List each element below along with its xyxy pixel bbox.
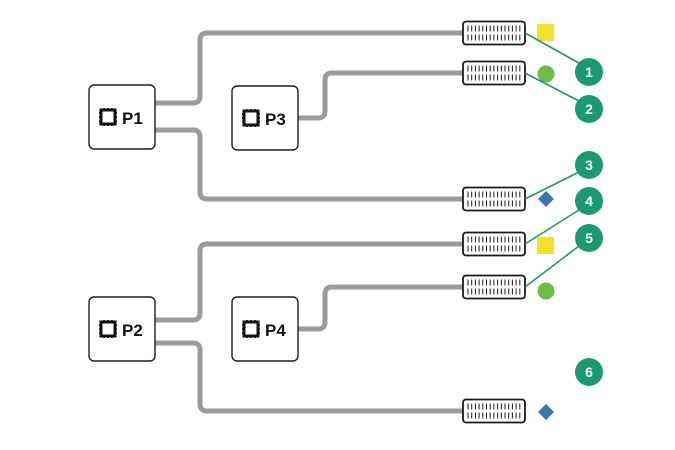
processor-box [231, 296, 299, 362]
marker-circle-5 [537, 282, 555, 300]
callout-number: 4 [585, 193, 593, 209]
marker-circle-2 [537, 65, 555, 83]
leader-line-1 [524, 32, 580, 64]
callout-number: 5 [585, 230, 593, 246]
connectors [462, 20, 526, 424]
connector-2 [462, 60, 526, 86]
cable-p2-connector-4 [152, 241, 466, 323]
leader-line-3 [524, 171, 580, 200]
callout-1: 1 [575, 58, 603, 86]
processor-label: P1 [122, 109, 143, 128]
leader-line-5 [524, 245, 580, 288]
cable-p1-connector-3 [152, 127, 466, 202]
connector-body [462, 20, 526, 46]
callout-3: 3 [575, 151, 603, 179]
chip-icon [99, 320, 117, 338]
connector-3 [462, 186, 526, 212]
callout-number: 2 [585, 101, 593, 117]
connector-body [462, 60, 526, 86]
marker-square-4 [537, 237, 554, 254]
processor-box [88, 296, 156, 362]
callout-number: 1 [585, 64, 593, 80]
cable-p1-connector-1 [152, 30, 466, 106]
marker-square-1 [537, 24, 554, 41]
processor-label: P2 [122, 321, 143, 340]
processor-box [231, 85, 299, 151]
connector-body [462, 274, 526, 300]
callout-6: 6 [575, 358, 603, 386]
processor-box [88, 84, 156, 150]
callout-2: 2 [575, 95, 603, 123]
processor-p3: P3 [231, 85, 299, 151]
processor-p4: P4 [231, 296, 299, 362]
chip-icon [242, 109, 260, 127]
cable-p4-connector-5 [295, 284, 466, 332]
cable-p2-connector-6 [152, 340, 466, 414]
callout-number: 6 [585, 364, 593, 380]
callout-number: 3 [585, 157, 593, 173]
chip-icon [242, 320, 260, 338]
markers [537, 24, 555, 420]
callout-5: 5 [575, 224, 603, 252]
connector-body [462, 186, 526, 212]
connector-body [462, 231, 526, 257]
connector-6 [462, 398, 526, 424]
processor-label: P3 [265, 110, 286, 129]
connector-body [462, 398, 526, 424]
connector-5 [462, 274, 526, 300]
leader-line-2 [524, 72, 580, 102]
connector-1 [462, 20, 526, 46]
processor-p1: P1 [88, 84, 156, 150]
chip-icon [99, 108, 117, 126]
marker-diamond-6 [538, 404, 554, 420]
cables [152, 30, 466, 414]
callout-4: 4 [575, 187, 603, 215]
processor-p2: P2 [88, 296, 156, 362]
marker-diamond-3 [538, 191, 554, 207]
cable-p3-connector-2 [295, 70, 466, 121]
processor-label: P4 [265, 321, 286, 340]
leader-line-4 [524, 209, 580, 245]
connector-4 [462, 231, 526, 257]
callouts: 1 2 3 4 5 6 [524, 32, 603, 386]
